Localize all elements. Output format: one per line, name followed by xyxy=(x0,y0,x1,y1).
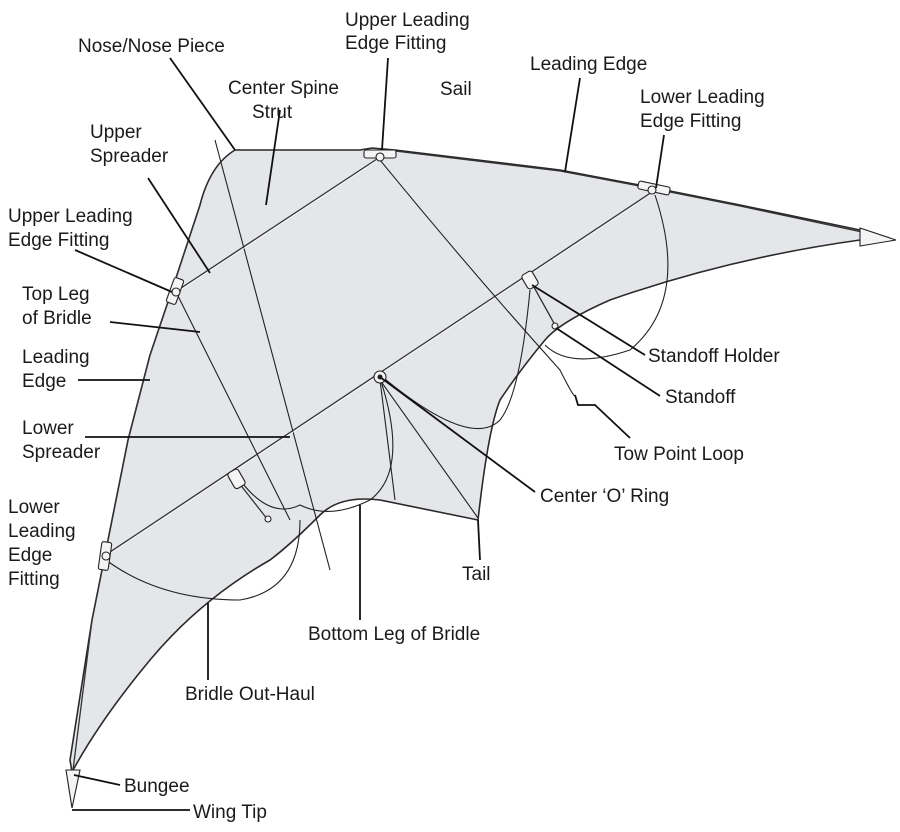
wing-tip-left-shape xyxy=(65,769,81,809)
label-tow-point-loop: Tow Point Loop xyxy=(614,444,744,465)
upper-spreader-rod xyxy=(174,156,381,293)
label-nose-piece: Nose/Nose Piece xyxy=(78,36,225,57)
lower-leading-edge-fitting-left-shape xyxy=(97,541,113,571)
top-leg-of-bridle-line xyxy=(177,295,291,521)
leader-standoff-holder xyxy=(531,284,646,356)
wing-tip-right-shape xyxy=(859,227,897,247)
label-top-leg-of-bridle: Top Leg of Bridle xyxy=(22,284,95,329)
tail-line xyxy=(379,379,479,519)
label-center-o-ring: Center ‘O’ Ring xyxy=(540,486,669,507)
label-lower-leading-edge-fitting-left: Lower Leading Edge Fitting xyxy=(8,497,81,590)
label-upper-leading-edge-fitting-top: Upper Leading Edge Fitting xyxy=(345,10,475,54)
label-lower-spreader: Lower Spreader xyxy=(22,418,101,463)
standoff-holder-shapes xyxy=(227,270,559,523)
leader-bungee xyxy=(73,774,121,786)
leader-standoff xyxy=(555,327,661,397)
label-bottom-leg-of-bridle: Bottom Leg of Bridle xyxy=(308,624,480,645)
upper-bridle-line xyxy=(379,159,576,397)
leader-upper-leading-edge-fitting-left xyxy=(74,249,173,293)
leader-upper-leading-edge-fitting-top xyxy=(381,57,389,151)
kite-sail xyxy=(69,147,873,773)
label-bungee: Bungee xyxy=(124,776,190,797)
upper-spreader-highlight xyxy=(175,157,382,294)
center-spine xyxy=(214,139,331,571)
right-bridle-loop xyxy=(544,194,669,360)
label-lower-leading-edge-fitting-right: Lower Leading Edge Fitting xyxy=(640,87,770,132)
leader-center-spine-strut xyxy=(265,109,281,206)
label-upper-spreader: Upper Spreader xyxy=(90,122,169,167)
label-sail: Sail xyxy=(440,79,472,100)
upper-leading-edge-fitting-left-shape xyxy=(165,277,185,305)
label-tail: Tail xyxy=(462,564,491,585)
leader-top-leg-of-bridle xyxy=(109,321,201,333)
label-standoff-holder: Standoff Holder xyxy=(648,346,780,367)
label-center-spine-strut: Center Spine Strut xyxy=(228,78,344,123)
bottom-leg-of-bridle-line xyxy=(239,377,394,512)
label-upper-leading-edge-fitting-left: Upper Leading Edge Fitting xyxy=(8,206,138,251)
label-bridle-out-haul: Bridle Out-Haul xyxy=(185,684,315,705)
leader-tail xyxy=(477,519,481,561)
inner-bridle-loop xyxy=(379,289,531,430)
lower-leading-edge-fitting-right-shape xyxy=(637,180,671,196)
leader-upper-spreader xyxy=(147,177,211,274)
leader-tow-point-loop xyxy=(574,394,631,439)
leader-nose-piece xyxy=(169,57,236,151)
leader-leading-edge-top xyxy=(564,77,581,173)
leader-center-o-ring xyxy=(379,376,536,493)
bridle-out-haul-line xyxy=(105,519,301,601)
tail-line-2 xyxy=(379,379,396,501)
label-leading-edge-left: Leading Edge xyxy=(22,347,95,392)
label-leading-edge-top: Leading Edge xyxy=(530,54,647,75)
standoff-right xyxy=(529,279,556,326)
label-wing-tip: Wing Tip xyxy=(193,802,267,823)
upper-leading-edge-fitting-top-shape xyxy=(363,149,397,162)
leader-lower-leading-edge-fitting-right xyxy=(655,134,665,189)
label-standoff: Standoff xyxy=(665,387,736,408)
